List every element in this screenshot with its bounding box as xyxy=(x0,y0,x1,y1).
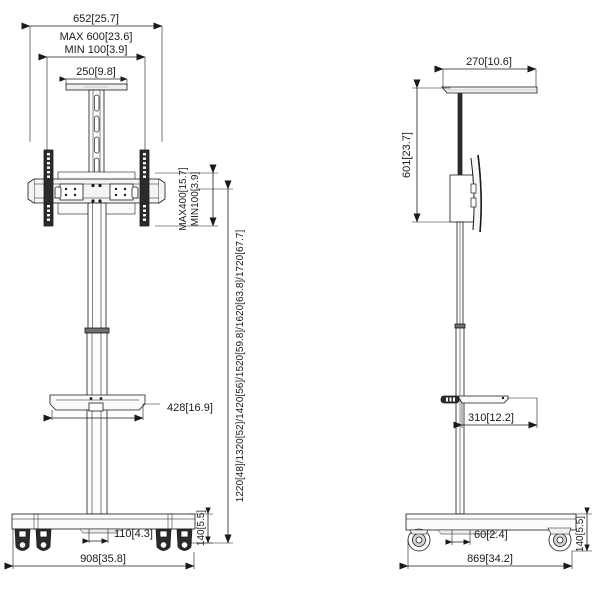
dim-label-front-base-height: 140[5.5] xyxy=(196,510,207,546)
side-caster-group xyxy=(407,527,572,552)
dim-label-top-shelf-depth: 270[10.6] xyxy=(466,56,512,68)
dim-label-base-width: 908[35.8] xyxy=(80,553,126,565)
side-view-dimensions xyxy=(399,65,592,570)
dim-label-vesa-width-max: MAX 600[23.6] xyxy=(60,31,133,43)
dim-label-shelf-depth: 310[12.2] xyxy=(468,412,514,424)
dim-label-shelf-width: 428[16.9] xyxy=(167,402,213,414)
dim-label-side-base-width: 869[34.2] xyxy=(467,553,513,565)
dim-label-side-base-height: 140[5.5] xyxy=(575,516,586,552)
caster-group xyxy=(14,528,193,551)
dim-label-column-heights: 1220[48]/1320[52]/1420[56]/1520[59.8]/16… xyxy=(235,230,246,503)
side-view-geometry xyxy=(405,86,577,552)
dim-label-vesa-height-max: MAX400[15.7] xyxy=(178,167,189,231)
dim-label-vesa-width-min: MIN 100[3.9] xyxy=(65,44,128,56)
front-view-geometry xyxy=(11,26,196,551)
front-view-dimensions xyxy=(4,22,233,570)
dimension-labels: 652[25.7] MAX 600[23.6] MIN 100[3.9] 250… xyxy=(60,13,586,565)
dim-label-column-depth-offset: 60[2.4] xyxy=(474,529,508,541)
dim-label-base-depth-offset: 110[4.3] xyxy=(114,528,153,540)
dim-label-overall-top-width: 652[25.7] xyxy=(73,13,119,25)
dim-label-bracket-height: 601[23.7] xyxy=(401,132,413,178)
dim-label-top-shelf-width: 250[9.8] xyxy=(76,66,116,78)
dim-label-vesa-height-min: MIN100[3.9] xyxy=(190,172,201,227)
